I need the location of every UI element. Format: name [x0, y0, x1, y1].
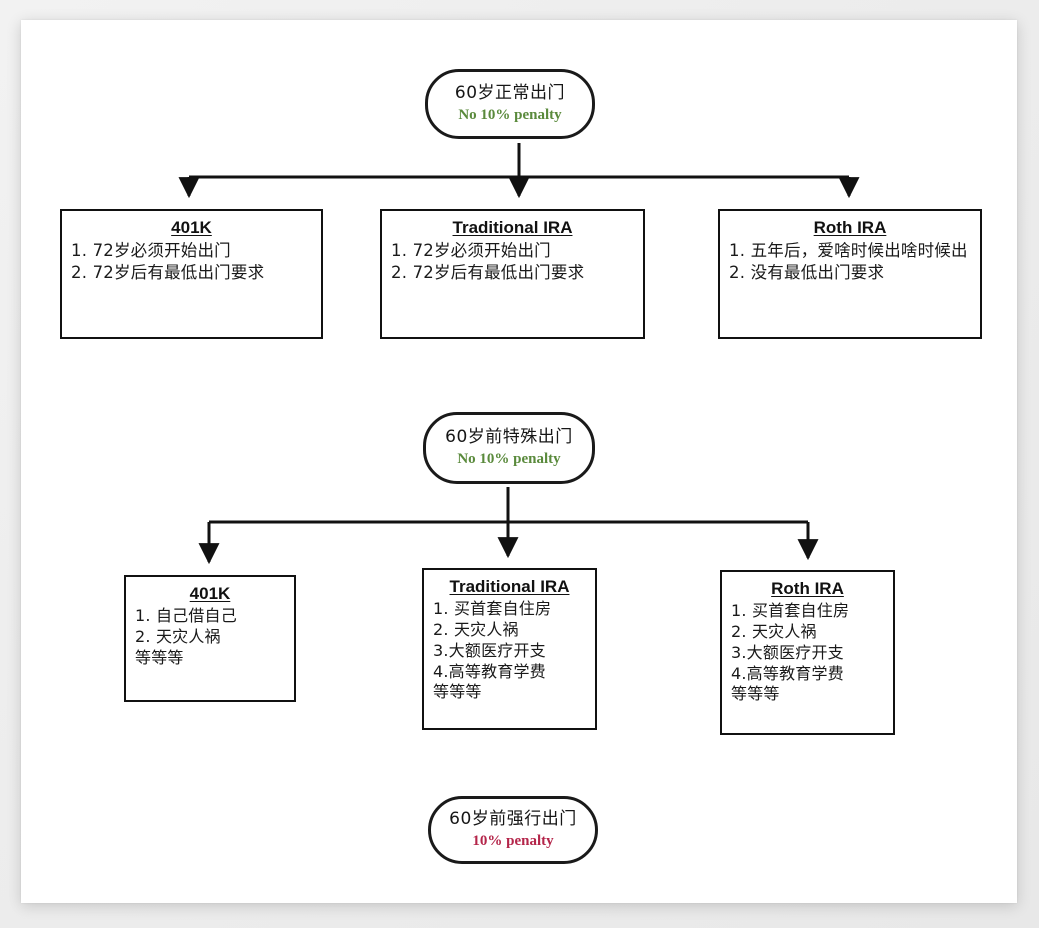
node-traditional-ira-normal[interactable]: Traditional IRA 1. 72岁必须开始出门 2. 72岁后有最低出…	[380, 209, 645, 339]
node-special-early-withdrawal-root[interactable]: 60岁前特殊出门 No 10% penalty	[423, 412, 595, 484]
node-traditional-ira-early[interactable]: Traditional IRA 1. 买首套自住房 2. 天灾人祸 3.大额医疗…	[422, 568, 597, 730]
node-penalty-label: No 10% penalty	[458, 107, 562, 124]
node-401k-normal[interactable]: 401K 1. 72岁必须开始出门 2. 72岁后有最低出门要求	[60, 209, 323, 339]
node-title: Roth IRA	[771, 579, 844, 598]
node-line: 3.大额医疗开支	[731, 642, 844, 662]
node-title: Roth IRA	[813, 218, 887, 237]
node-title-cn: 60岁前特殊出门	[445, 426, 573, 447]
node-title-cn: 60岁前强行出门	[449, 808, 577, 829]
node-body: 1. 买首套自住房 2. 天灾人祸 3.大额医疗开支 4.高等教育学费 等等等	[731, 601, 884, 705]
node-title: Traditional IRA	[452, 218, 573, 237]
node-title-cn: 60岁正常出门	[454, 82, 566, 103]
node-401k-early[interactable]: 401K 1. 自己借自己 2. 天灾人祸 等等等	[124, 575, 296, 702]
node-line: 1. 自己借自己	[135, 606, 237, 626]
node-line: 2. 天灾人祸	[433, 620, 519, 640]
node-line: 1. 买首套自住房	[433, 599, 552, 619]
node-line: 2. 天灾人祸	[731, 622, 817, 642]
node-line: 3.大额医疗开支	[433, 640, 546, 660]
node-forced-early-withdrawal-root[interactable]: 60岁前强行出门 10% penalty	[428, 796, 598, 864]
node-line: 2. 天灾人祸	[135, 627, 221, 647]
node-body: 1. 72岁必须开始出门 2. 72岁后有最低出门要求	[71, 240, 312, 284]
edges-group-normal	[178, 143, 860, 199]
node-roth-ira-early[interactable]: Roth IRA 1. 买首套自住房 2. 天灾人祸 3.大额医疗开支 4.高等…	[720, 570, 895, 735]
node-line: 4.高等教育学费	[731, 663, 844, 683]
node-body: 1. 72岁必须开始出门 2. 72岁后有最低出门要求	[391, 240, 634, 284]
node-body: 1. 自己借自己 2. 天灾人祸 等等等	[135, 606, 285, 668]
node-line: 2. 没有最低出门要求	[729, 263, 885, 283]
node-line: 2. 72岁后有最低出门要求	[391, 263, 585, 283]
node-line: 1. 72岁必须开始出门	[71, 241, 231, 261]
node-title: Traditional IRA	[449, 577, 570, 596]
node-line: 1. 72岁必须开始出门	[391, 241, 551, 261]
edges-group-special	[198, 487, 819, 565]
node-line: 等等等	[135, 647, 184, 667]
node-body: 1. 五年后，爱啥时候出啥时候出 2. 没有最低出门要求	[729, 240, 971, 284]
node-penalty-label: No 10% penalty	[457, 451, 561, 468]
node-penalty-label: 10% penalty	[472, 833, 554, 850]
node-line: 等等等	[731, 684, 780, 704]
node-line: 等等等	[433, 682, 482, 702]
node-title: 401K	[189, 584, 231, 603]
node-title: 401K	[171, 218, 212, 237]
node-normal-withdrawal-root[interactable]: 60岁正常出门 No 10% penalty	[425, 69, 595, 139]
node-line: 1. 五年后，爱啥时候出啥时候出	[729, 241, 968, 261]
node-line: 4.高等教育学费	[433, 661, 546, 681]
node-body: 1. 买首套自住房 2. 天灾人祸 3.大额医疗开支 4.高等教育学费 等等等	[433, 599, 586, 703]
node-line: 2. 72岁后有最低出门要求	[71, 263, 265, 283]
node-line: 1. 买首套自住房	[731, 601, 850, 621]
node-roth-ira-normal[interactable]: Roth IRA 1. 五年后，爱啥时候出啥时候出 2. 没有最低出门要求	[718, 209, 982, 339]
